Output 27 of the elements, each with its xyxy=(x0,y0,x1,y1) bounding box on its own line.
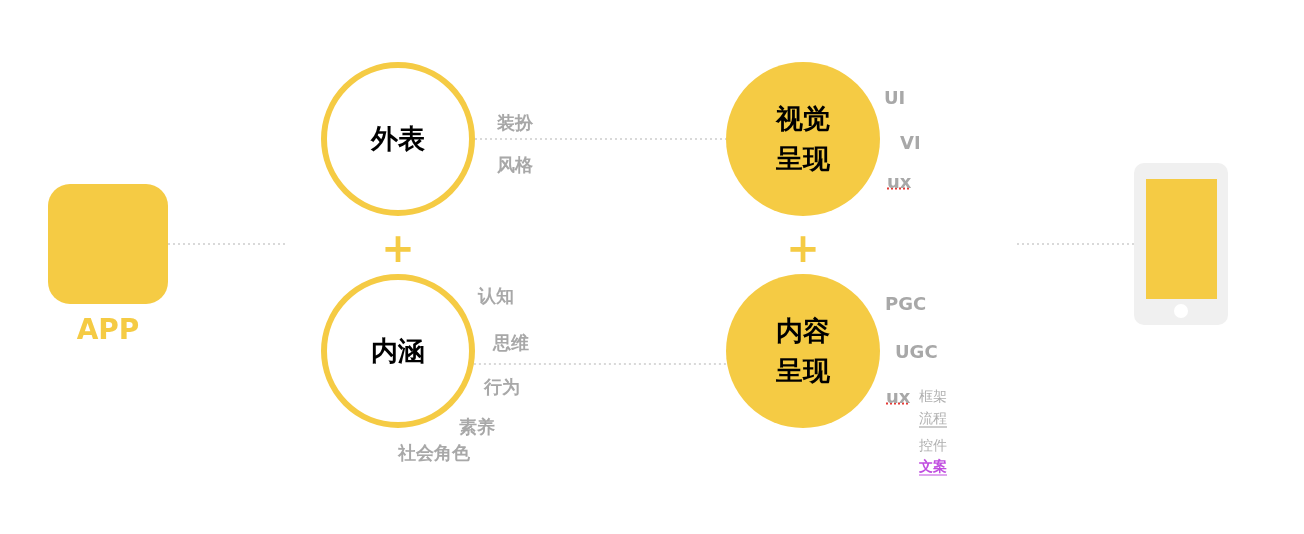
circle-title: 内涵 xyxy=(370,334,426,368)
app-label: APP xyxy=(76,312,140,348)
side-keyword: 流程 xyxy=(919,408,947,428)
circle-title: 外表 xyxy=(369,122,426,156)
side-keyword: 素养 xyxy=(459,414,495,439)
circle-title: 视觉呈现 xyxy=(774,102,831,176)
side-keyword: 风格 xyxy=(497,152,533,177)
side-keyword: UI xyxy=(884,85,906,110)
side-keyword: 框架 xyxy=(919,386,947,406)
side-keyword: ux xyxy=(887,169,912,194)
side-keyword: 认知 xyxy=(478,283,514,308)
plus-sign: + xyxy=(381,228,415,268)
side-keyword: VI xyxy=(900,130,921,155)
dotted-connector xyxy=(1016,243,1135,245)
side-keyword: 控件 xyxy=(919,435,947,455)
side-keyword: ux xyxy=(886,384,911,409)
side-keyword: 社会角色 xyxy=(398,440,470,465)
side-keyword: 文案 xyxy=(919,456,947,476)
side-keyword: 思维 xyxy=(493,330,529,355)
side-keyword: 装扮 xyxy=(497,110,533,135)
side-keyword: UGC xyxy=(895,339,938,364)
side-keyword: 行为 xyxy=(484,374,520,399)
plus-sign: + xyxy=(786,228,820,268)
side-keyword: PGC xyxy=(885,291,927,316)
phone-drawing xyxy=(1134,163,1228,325)
dotted-connector xyxy=(167,243,287,245)
circle-title: 内容呈现 xyxy=(775,314,831,388)
